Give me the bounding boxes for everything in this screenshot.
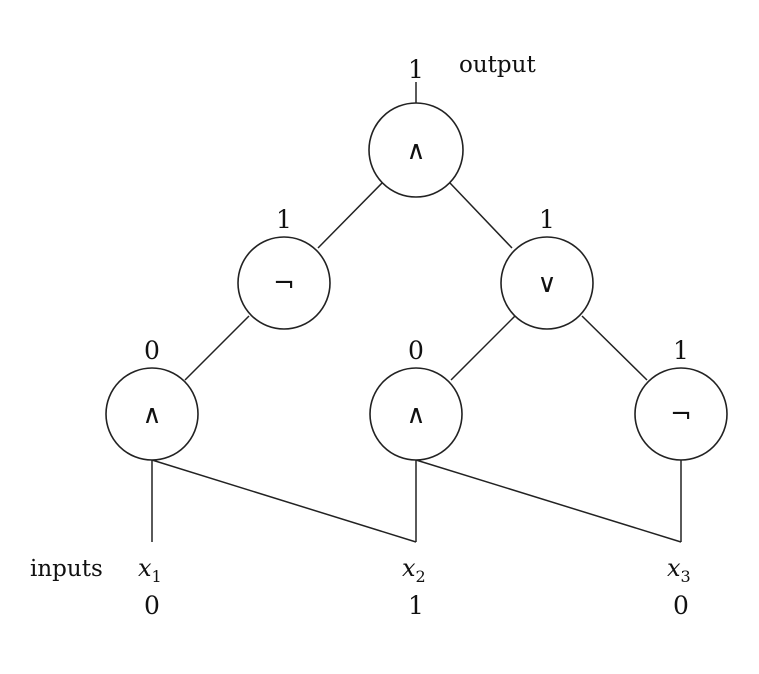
input-x2-value: 1 [408, 591, 424, 620]
wire-or-right-to-not-right [581, 315, 648, 381]
wire-or-right-to-and-mid [450, 315, 516, 381]
wire-not-left-to-and-left [184, 315, 250, 381]
input-x3-value: 0 [673, 591, 689, 620]
gate-not-left: 1 ¬ [237, 205, 331, 330]
gate-value: 1 [539, 205, 555, 234]
gate-and-left: 0 ∧ [105, 336, 199, 461]
wire-top-to-or-right [449, 182, 513, 249]
gate-or-right: 1 ∨ [500, 205, 594, 330]
input-x1: x1 [138, 554, 162, 586]
wire-and-mid-to-x3 [415, 459, 682, 543]
wire-and-left-to-x2 [151, 459, 417, 543]
not-symbol: ¬ [670, 400, 692, 430]
output-value: 1 [408, 55, 424, 84]
input-x2: x2 [402, 554, 426, 586]
gate-value: 1 [276, 205, 292, 234]
wire-top-to-not-left [317, 182, 383, 249]
not-symbol: ¬ [273, 269, 295, 299]
and-symbol: ∧ [142, 400, 161, 430]
input-x3: x3 [667, 554, 691, 586]
and-symbol: ∧ [406, 400, 425, 430]
and-symbol: ∧ [406, 136, 425, 166]
gate-top-and: ∧ [368, 102, 464, 198]
inputs-label: inputs [30, 556, 103, 582]
output-label: output [459, 52, 536, 78]
or-symbol: ∨ [537, 269, 556, 299]
gate-value: 0 [144, 336, 160, 365]
gate-value: 0 [408, 336, 424, 365]
input-x1-value: 0 [144, 591, 160, 620]
gate-not-right: 1 ¬ [634, 336, 728, 461]
gate-value: 1 [673, 336, 689, 365]
gate-and-mid: 0 ∧ [369, 336, 463, 461]
